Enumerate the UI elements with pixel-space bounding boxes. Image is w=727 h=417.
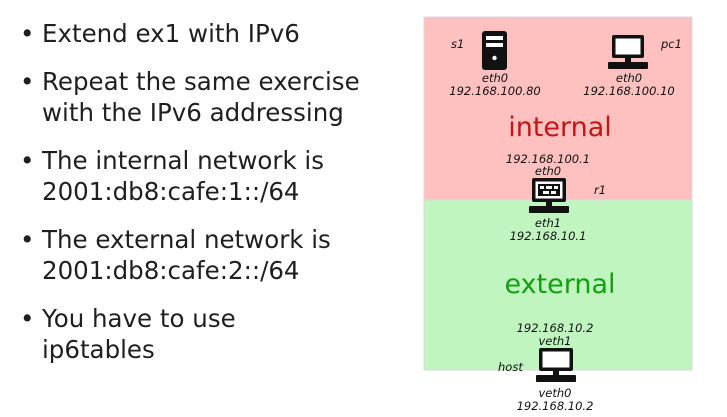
- r1-name-label: r1: [594, 183, 606, 197]
- host-top-iface-label: veth1: [539, 334, 572, 348]
- external-network-label: external: [504, 269, 615, 300]
- computer-icon: [536, 348, 576, 382]
- bullet-text: The internal network is 2001:db8:cafe:1:…: [42, 146, 325, 206]
- internal-network-zone: [423, 16, 693, 201]
- bullet-item: •Repeat the same exercise with the IPv6 …: [18, 66, 398, 128]
- firewall-router-icon: [529, 178, 569, 213]
- bullet-list: •Extend ex1 with IPv6 •Repeat the same e…: [18, 18, 398, 382]
- pc1-name-label: pc1: [660, 37, 682, 51]
- r1-bottom-ip-label: 192.168.10.1: [510, 229, 587, 243]
- bullet-dot: •: [20, 225, 35, 254]
- r1-bottom-iface-label: eth1: [535, 216, 561, 230]
- bullet-dot: •: [20, 19, 35, 48]
- host-name-label: host: [498, 360, 523, 374]
- s1-ip-label: 192.168.100.80: [449, 84, 540, 98]
- r1-top-ip-label: 192.168.100.1: [506, 152, 590, 166]
- computer-icon: [608, 35, 648, 69]
- s1-iface-label: eth0: [482, 71, 508, 85]
- host-bottom-ip-label: 192.168.10.2: [517, 399, 594, 413]
- bullet-text: You have to use ip6tables: [42, 304, 236, 364]
- bullet-item: •The external network is 2001:db8:cafe:2…: [18, 224, 398, 286]
- server-icon: [482, 31, 507, 70]
- host-top-ip-label: 192.168.10.2: [517, 321, 594, 335]
- bullet-text: The external network is 2001:db8:cafe:2:…: [42, 225, 331, 285]
- pc1-iface-label: eth0: [616, 71, 642, 85]
- bullet-item: •The internal network is 2001:db8:cafe:1…: [18, 145, 398, 207]
- internal-network-label: internal: [508, 112, 612, 143]
- pc1-ip-label: 192.168.100.10: [583, 84, 674, 98]
- s1-name-label: s1: [451, 37, 464, 51]
- bullet-text: Extend ex1 with IPv6: [42, 19, 300, 48]
- host-bottom-iface-label: veth0: [539, 386, 572, 400]
- bullet-dot: •: [20, 146, 35, 175]
- r1-top-iface-label: eth0: [535, 164, 561, 178]
- bullet-dot: •: [20, 67, 35, 96]
- bullet-item: •You have to use ip6tables: [18, 303, 398, 365]
- bullet-dot: •: [20, 304, 35, 333]
- bullet-item: •Extend ex1 with IPv6: [18, 18, 398, 49]
- bullet-text: Repeat the same exercise with the IPv6 a…: [42, 67, 360, 127]
